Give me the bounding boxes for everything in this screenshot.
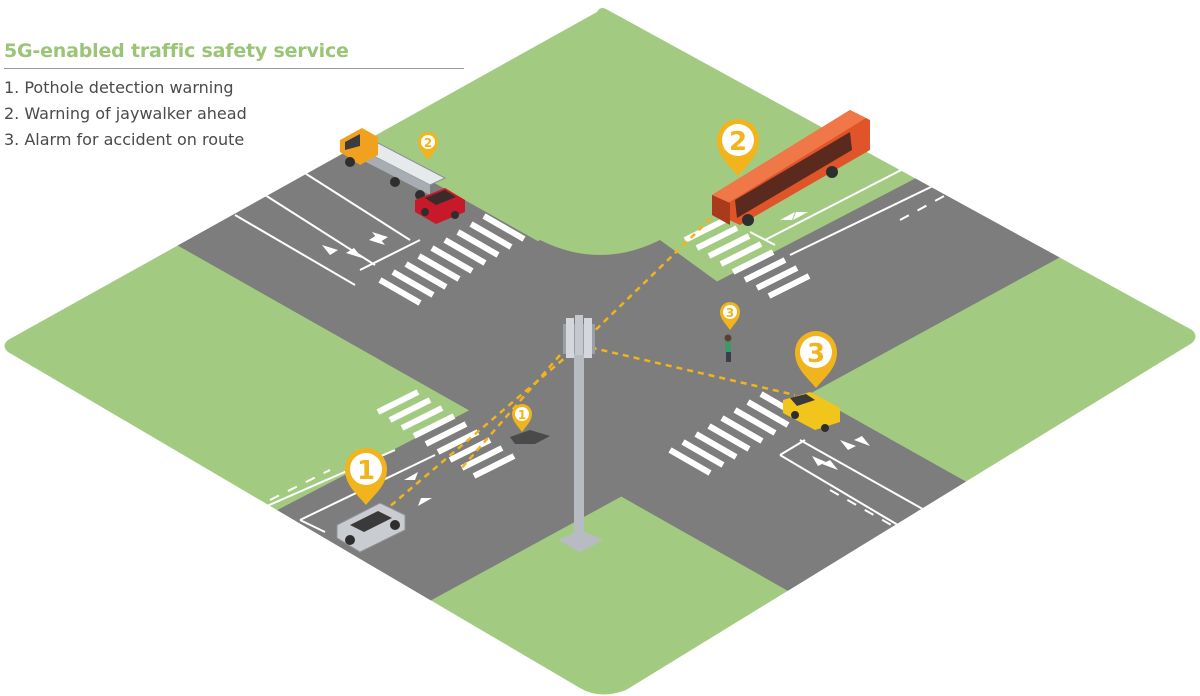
legend-item-accident: 3. Alarm for accident on route	[4, 130, 245, 149]
red-car	[415, 188, 465, 224]
pedestrian	[724, 334, 732, 362]
legend-item-pothole: 1. Pothole detection warning	[4, 78, 234, 97]
pin-bus-2: 2	[717, 119, 759, 176]
pin-label: 3	[726, 306, 734, 320]
yellow-van	[783, 392, 840, 432]
legend-item-jaywalker: 2. Warning of jaywalker ahead	[4, 104, 247, 123]
pin-pedestrian-3: 3	[720, 302, 740, 330]
road-arrows	[322, 212, 870, 506]
silver-car	[336, 502, 406, 553]
pin-label: 1	[518, 408, 526, 422]
signal-lines	[387, 199, 796, 509]
pin-pothole-1: 1	[512, 404, 532, 432]
pin-car-1: 1	[345, 448, 387, 505]
pin-van-3: 3	[795, 331, 837, 388]
crosswalk-north	[378, 213, 526, 306]
bus	[712, 110, 870, 226]
legend-title: 5G-enabled traffic safety service	[4, 40, 464, 69]
pin-label: 1	[357, 456, 375, 486]
legend: 5G-enabled traffic safety service 1. Pot…	[4, 40, 464, 153]
cell-tower	[558, 315, 603, 552]
pin-truck-2: 2	[418, 132, 438, 160]
pin-label: 3	[807, 339, 825, 369]
flatbed-truck	[340, 128, 447, 200]
crosswalk-west	[376, 389, 516, 479]
pothole	[510, 430, 550, 444]
pin-label: 2	[424, 136, 432, 150]
pin-label: 2	[729, 127, 747, 157]
legend-list: 1. Pothole detection warning 2. Warning …	[4, 75, 464, 153]
